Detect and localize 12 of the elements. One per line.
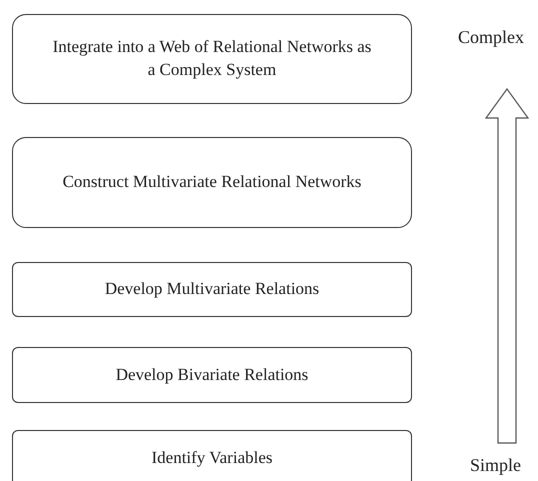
step-box [12,137,412,228]
step-box [12,430,412,481]
step-text: Construct Multivariate Relational Networks [62,171,362,194]
scale-label: Simple [470,454,522,477]
step-box [12,14,412,104]
step-box [12,262,412,317]
step-text: Integrate into a Web of Relational Networks as a Complex System [52,36,372,81]
scale-label: Complex [458,26,524,49]
step-text: Develop Multivariate Relations [104,278,320,300]
step-box [12,347,412,403]
step-text: Develop Bivariate Relations [114,364,310,386]
step-text: Identify Variables [150,446,274,469]
